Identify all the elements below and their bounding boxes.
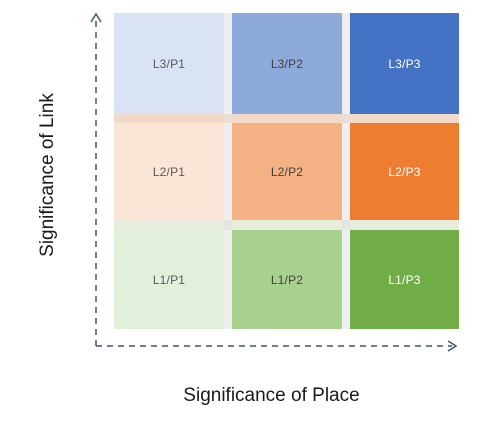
y-axis-label: Significance of Link	[37, 93, 58, 257]
column-separator-band	[224, 13, 232, 329]
matrix-cell-l1p1: L1/P1	[114, 230, 224, 329]
matrix-cell-l2p2: L2/P2	[232, 123, 342, 220]
matrix-cell-l3p2: L3/P2	[232, 13, 342, 114]
matrix-cell-l1p2: L1/P2	[232, 230, 342, 329]
column-separator-band	[342, 13, 350, 329]
matrix-cell-l1p3: L1/P3	[350, 230, 459, 329]
matrix-cell-l3p1: L3/P1	[114, 13, 224, 114]
matrix-cell-l3p3: L3/P3	[350, 13, 459, 114]
matrix-cell-l2p3: L2/P3	[350, 123, 459, 220]
x-axis-arrowhead	[447, 340, 458, 352]
row-separator-band	[114, 220, 459, 230]
row-separator-band	[114, 114, 459, 123]
x-axis-label: Significance of Place	[183, 385, 360, 406]
y-axis-arrowhead	[90, 12, 102, 23]
matrix-cell-l2p1: L2/P1	[114, 123, 224, 220]
